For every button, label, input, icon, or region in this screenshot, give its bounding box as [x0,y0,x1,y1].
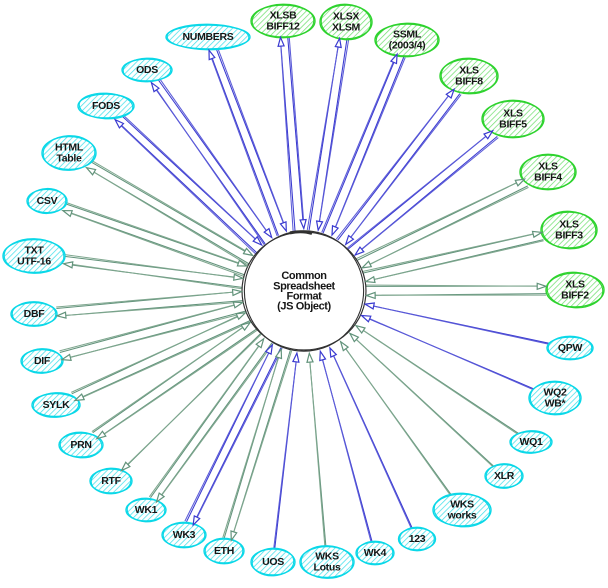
svg-text:WB*: WB* [545,398,567,410]
svg-text:NUMBERS: NUMBERS [183,31,234,43]
svg-text:(JS Object): (JS Object) [277,301,331,313]
svg-text:UOS: UOS [262,556,284,568]
svg-text:ETH: ETH [214,545,234,557]
svg-text:ODS: ODS [136,64,158,76]
svg-text:CSV: CSV [37,195,58,207]
svg-text:BIFF8: BIFF8 [455,76,483,88]
svg-text:XLR: XLR [494,470,515,482]
svg-text:WQ1: WQ1 [519,436,542,448]
svg-text:BIFF12: BIFF12 [266,21,300,33]
svg-text:XLSM: XLSM [332,22,361,34]
svg-text:BIFF4: BIFF4 [534,172,562,184]
svg-text:DIF: DIF [34,355,51,367]
svg-text:UTF-16: UTF-16 [17,256,51,268]
svg-text:RTF: RTF [101,475,121,487]
svg-text:FODS: FODS [92,100,120,112]
svg-text:PRN: PRN [70,439,91,451]
svg-text:DBF: DBF [24,308,46,320]
svg-text:Table: Table [56,153,82,165]
svg-text:WK3: WK3 [173,529,196,541]
svg-text:WK1: WK1 [135,504,158,516]
svg-text:BIFF2: BIFF2 [561,290,589,302]
svg-text:works: works [447,510,477,522]
svg-text:123: 123 [409,533,426,545]
svg-text:WK4: WK4 [364,547,387,559]
svg-text:(2003/4): (2003/4) [389,40,426,52]
svg-text:Lotus: Lotus [313,562,341,574]
svg-text:QPW: QPW [558,342,583,354]
svg-text:BIFF3: BIFF3 [555,230,583,242]
svg-text:SYLK: SYLK [43,399,71,411]
svg-text:BIFF5: BIFF5 [499,119,527,131]
